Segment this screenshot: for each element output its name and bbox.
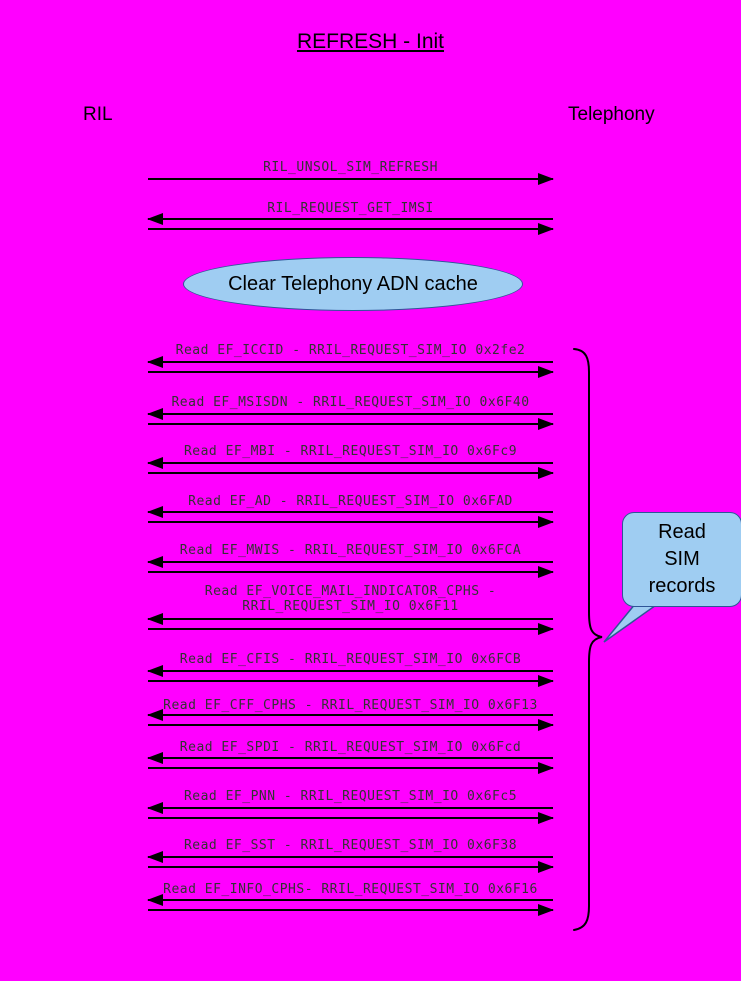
sim-read-exchange-4-label: Read EF_MWIS - RRIL_REQUEST_SIM_IO 0x6FC… <box>179 543 522 558</box>
sim-read-exchange-1-label: Read EF_MSISDN - RRIL_REQUEST_SIM_IO 0x6… <box>171 395 530 410</box>
sim-read-exchange-11-label: Read EF_INFO_CPHS- RRIL_REQUEST_SIM_IO 0… <box>163 882 538 897</box>
sim-read-exchange-0-label: Read EF_ICCID - RRIL_REQUEST_SIM_IO 0x2f… <box>175 343 526 358</box>
request-arrow <box>148 561 553 563</box>
message-ril-request-get-imsi-label: RIL_REQUEST_GET_IMSI <box>267 201 434 216</box>
request-arrow <box>148 807 553 809</box>
request-arrow <box>148 462 553 464</box>
callout-line: Read <box>658 521 706 543</box>
request-arrow <box>148 714 553 716</box>
sim-read-exchange-2-label: Read EF_MBI - RRIL_REQUEST_SIM_IO 0x6Fc9 <box>183 444 518 459</box>
note-text: Clear Telephony ADN cache <box>228 272 478 295</box>
response-arrow <box>148 767 553 769</box>
response-arrow <box>148 628 553 630</box>
response-arrow <box>148 178 553 180</box>
request-arrow <box>148 856 553 858</box>
response-arrow <box>148 472 553 474</box>
participant-ril: RIL <box>83 104 113 125</box>
response-arrow <box>148 521 553 523</box>
response-arrow <box>148 909 553 911</box>
sim-read-exchange-8-label: Read EF_SPDI - RRIL_REQUEST_SIM_IO 0x6Fc… <box>179 740 522 755</box>
diagram-title: REFRESH - Init <box>296 30 445 53</box>
sim-read-exchange-3-label: Read EF_AD - RRIL_REQUEST_SIM_IO 0x6FAD <box>188 494 513 509</box>
request-arrow <box>148 218 553 220</box>
sim-read-exchange-10-label: Read EF_SST - RRIL_REQUEST_SIM_IO 0x6F38 <box>183 838 518 853</box>
response-arrow <box>148 228 553 230</box>
participant-telephony: Telephony <box>568 104 655 125</box>
note-clear-adn-cache: Clear Telephony ADN cache <box>183 257 523 311</box>
callout-line: records <box>648 575 716 597</box>
sim-read-exchange-7-label: Read EF_CFF_CPHS - RRIL_REQUEST_SIM_IO 0… <box>163 698 538 713</box>
message-ril-unsol-sim-refresh-label: RIL_UNSOL_SIM_REFRESH <box>263 160 438 175</box>
request-arrow <box>148 757 553 759</box>
response-arrow <box>148 724 553 726</box>
request-arrow <box>148 511 553 513</box>
callout-read-sim-records: Read SIM records <box>622 512 741 607</box>
curly-brace-icon <box>573 348 603 931</box>
request-arrow <box>148 899 553 901</box>
response-arrow <box>148 866 553 868</box>
response-arrow <box>148 371 553 373</box>
request-arrow <box>148 361 553 363</box>
response-arrow <box>148 571 553 573</box>
response-arrow <box>148 423 553 425</box>
response-arrow <box>148 817 553 819</box>
sim-read-exchange-6-label: Read EF_CFIS - RRIL_REQUEST_SIM_IO 0x6FC… <box>179 652 522 667</box>
request-arrow <box>148 618 553 620</box>
callout-line: SIM <box>664 548 700 570</box>
response-arrow <box>148 680 553 682</box>
sim-read-exchange-5-label: Read EF_VOICE_MAIL_INDICATOR_CPHS - RRIL… <box>204 584 497 614</box>
request-arrow <box>148 670 553 672</box>
sim-read-exchange-9-label: Read EF_PNN - RRIL_REQUEST_SIM_IO 0x6Fc5 <box>183 789 518 804</box>
request-arrow <box>148 413 553 415</box>
